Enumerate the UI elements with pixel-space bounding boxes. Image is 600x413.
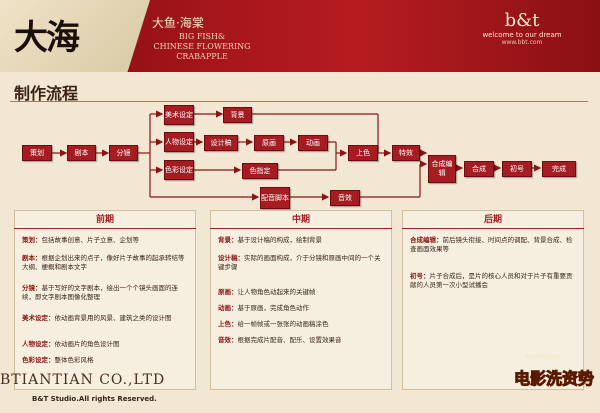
node-voice: 音效: [330, 190, 360, 206]
node-original-art: 原画: [254, 135, 284, 151]
logo-panel: [0, 0, 150, 72]
footer-copyright: B&T Studio.All rights Reserved.: [32, 395, 157, 403]
brand-url: www.bbt.com: [501, 39, 543, 46]
node-design-draft: 设计稿: [204, 135, 238, 151]
node-character-setting: 人物设定: [164, 132, 194, 152]
node-coloring: 上色: [348, 145, 378, 161]
node-first-cut: 初号: [502, 161, 532, 177]
mid-item: 动画：基于原画，完成角色动作: [218, 304, 309, 312]
panel-mid: [210, 210, 392, 390]
subtitle-cn: 大鱼·海棠: [152, 16, 204, 30]
pre-item: 色彩设定：整体色彩风格: [22, 356, 94, 364]
node-color-setting: 色彩设定: [164, 160, 194, 180]
subtitle-en-line-1: BIG FISH&: [178, 32, 226, 41]
post-item: 合成编辑：前后镜头衔接、时间点的调配、背景合成、检查画面效果等: [410, 236, 573, 253]
node-compositing: 合成: [464, 161, 494, 177]
pre-item: 剧本：根据企划出来的点子，像好片子故事的起承转结等大纲、梗概和剧本文字: [22, 254, 185, 271]
logo: 大海: [14, 18, 80, 58]
watermark-cn: 电影洗资势: [513, 369, 594, 389]
panel-mid-title: 中期: [210, 213, 392, 229]
node-storyboard: 分镜: [109, 145, 138, 161]
watermark-logo: FishMovie 电影洗资势: [488, 351, 600, 413]
node-color-spec: 色指定: [242, 163, 278, 179]
node-art-setting: 美术设定: [164, 105, 194, 125]
pre-item: 美术设定：依动画背景用的风景、建筑之类的设计图: [22, 314, 172, 322]
panel-pre: [14, 210, 196, 390]
footer-company: BTIANTIAN CO.,LTD: [0, 372, 166, 388]
panel-post: [402, 210, 584, 390]
node-script: 剧本: [67, 145, 96, 161]
brand-tagline: welcome to our dream: [482, 31, 562, 39]
mid-item: 原画：让人物角色动起来的关键帧: [218, 288, 316, 296]
watermark-en: FishMovie: [525, 353, 560, 361]
mid-item: 上色：给一帧帧或一张张的动画稿涂色: [218, 320, 329, 328]
header-banner: 大海 大鱼·海棠 BIG FISH& CHINESE FLOWERING CRA…: [0, 0, 600, 72]
node-effects: 特效: [392, 145, 420, 161]
section-title: 制作流程: [14, 84, 79, 103]
panel-post-title: 后期: [402, 213, 584, 229]
subtitle-en: BIG FISH& CHINESE FLOWERING CRABAPPLE: [152, 32, 252, 62]
node-voice-script: 配音脚本: [260, 187, 290, 209]
mid-item: 背景：基于设计稿的构成，绘制背景: [218, 236, 322, 244]
node-plan: 策划: [22, 145, 52, 161]
node-animation: 动画: [298, 135, 328, 151]
pre-item: 人物设定：依动画片的角色设计图: [22, 340, 120, 348]
mid-item: 音效：根据完成片配音、配乐、设置效果音: [218, 336, 342, 344]
node-composite-edit: 合成编辑: [428, 155, 456, 183]
flow-connectors: [51, 110, 542, 201]
subtitle-en-line-2: CHINESE FLOWERING: [153, 42, 251, 51]
node-background: 背景: [223, 107, 252, 123]
brand-block: b&t welcome to our dream www.bbt.com: [462, 10, 582, 46]
subtitle-en-line-3: CRABAPPLE: [176, 52, 228, 61]
brand-name: b&t: [504, 10, 540, 31]
pre-item: 分镜：基于写好的文字剧本，绘出一个个镜头画面的连续，即文字剧本图像化整理: [22, 284, 178, 301]
node-complete: 完成: [542, 161, 576, 177]
pre-item: 策划：包括故事创意、片子立意、企划等: [22, 236, 139, 244]
mid-item: 设计稿：实际的画面构成，介于分镜和原画中间的一个关键步骤: [218, 254, 381, 271]
title-divider: [10, 101, 588, 102]
panel-pre-title: 前期: [14, 213, 196, 229]
post-item: 初号：片子合成后，是片的核心人员和对于片子有重要贡献的人员第一次小型试播会: [410, 272, 573, 289]
